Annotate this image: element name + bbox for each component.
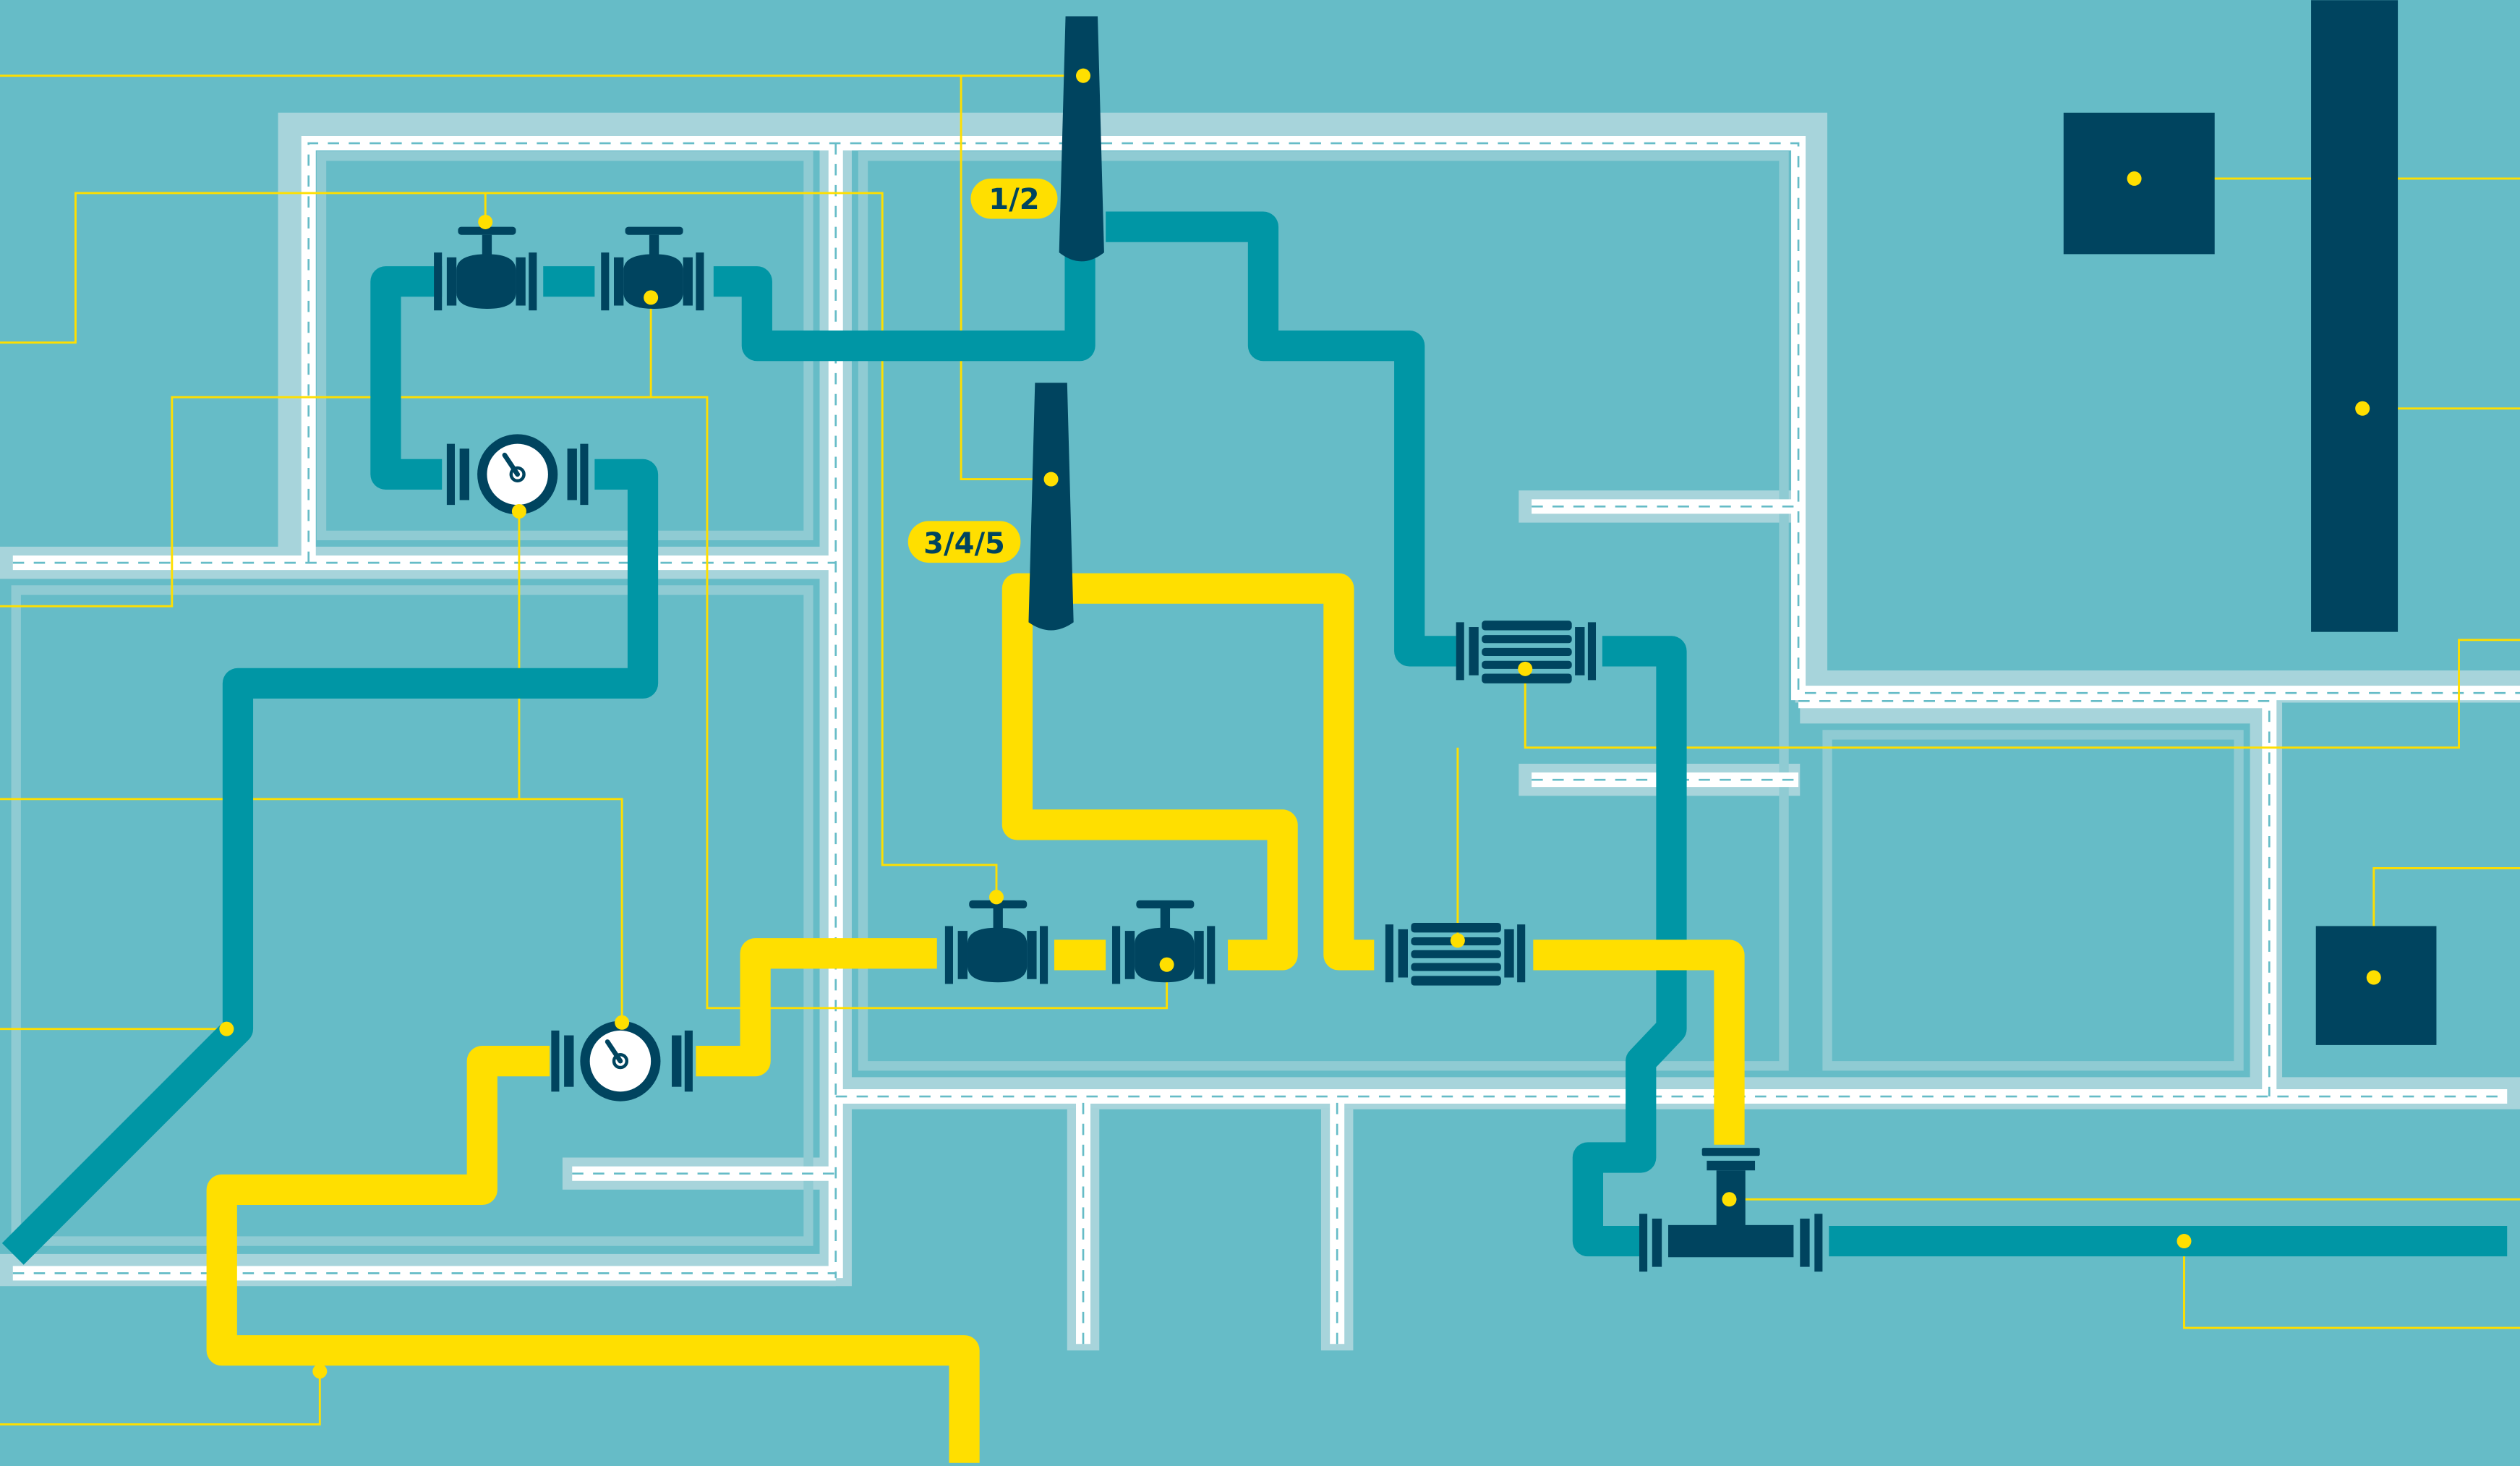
callout-gauge-lower (0, 798, 623, 1023)
yellow-pipe-bottom-left (206, 1046, 980, 1463)
callout-yellow-pipe (0, 1371, 321, 1425)
yellow-pipe-gauge-to-valve (696, 938, 937, 1077)
tee-fitting (1639, 1148, 1823, 1272)
room-center-inset (858, 151, 1789, 1071)
teal-pipe-to-chimney-1 (713, 241, 1095, 362)
teal-pipe-left-loop (370, 266, 443, 490)
teal-pipe-gauge-diagonal (1, 459, 659, 1265)
callout-lines (0, 74, 2520, 1425)
chimneys (1028, 16, 1104, 631)
label-chimney-group-b-text: 3/4/5 (923, 527, 1005, 561)
room-insets (11, 151, 2244, 1246)
callout-valve-lower-1 (0, 192, 998, 898)
wall-right-room-outer (1800, 691, 2283, 1094)
teal-pipes (1, 211, 2508, 1265)
pump-2 (1385, 922, 1526, 986)
chimney-1 (1059, 16, 1104, 262)
teal-pipe-pump-to-tee (1572, 636, 1687, 1257)
room-bottom-left-inset (11, 585, 813, 1246)
yellow-pipe-to-tee (1533, 939, 1745, 1145)
callout-chimney-2 (960, 75, 1051, 481)
callout-teal-bottom (2183, 1241, 2520, 1329)
yellow-pipe-loop (1001, 573, 1375, 971)
gate-valve-4 (1112, 900, 1216, 984)
callout-valve-lower-2 (0, 396, 1169, 1010)
pressure-gauge-1 (446, 434, 589, 515)
teal-pipe-to-pump (1106, 211, 1456, 667)
gate-valve-2 (601, 226, 704, 311)
label-chimney-group-a: 1/2 (970, 178, 1058, 219)
gate-valve-1 (434, 226, 537, 311)
vertical-column (2311, 0, 2399, 632)
storage-tank-small (2315, 926, 2437, 1045)
chimney-2 (1028, 383, 1074, 631)
pressure-gauge-2 (551, 1020, 693, 1101)
label-chimney-group-a-text: 1/2 (988, 183, 1039, 216)
gate-valve-3 (944, 900, 1048, 984)
callout-dots (219, 68, 2381, 1379)
callout-pump-upper (1524, 639, 2520, 749)
yellow-pipes (206, 573, 1745, 1463)
room-right-inset (1822, 730, 2244, 1071)
label-chimney-group-b: 3/4/5 (907, 521, 1021, 563)
